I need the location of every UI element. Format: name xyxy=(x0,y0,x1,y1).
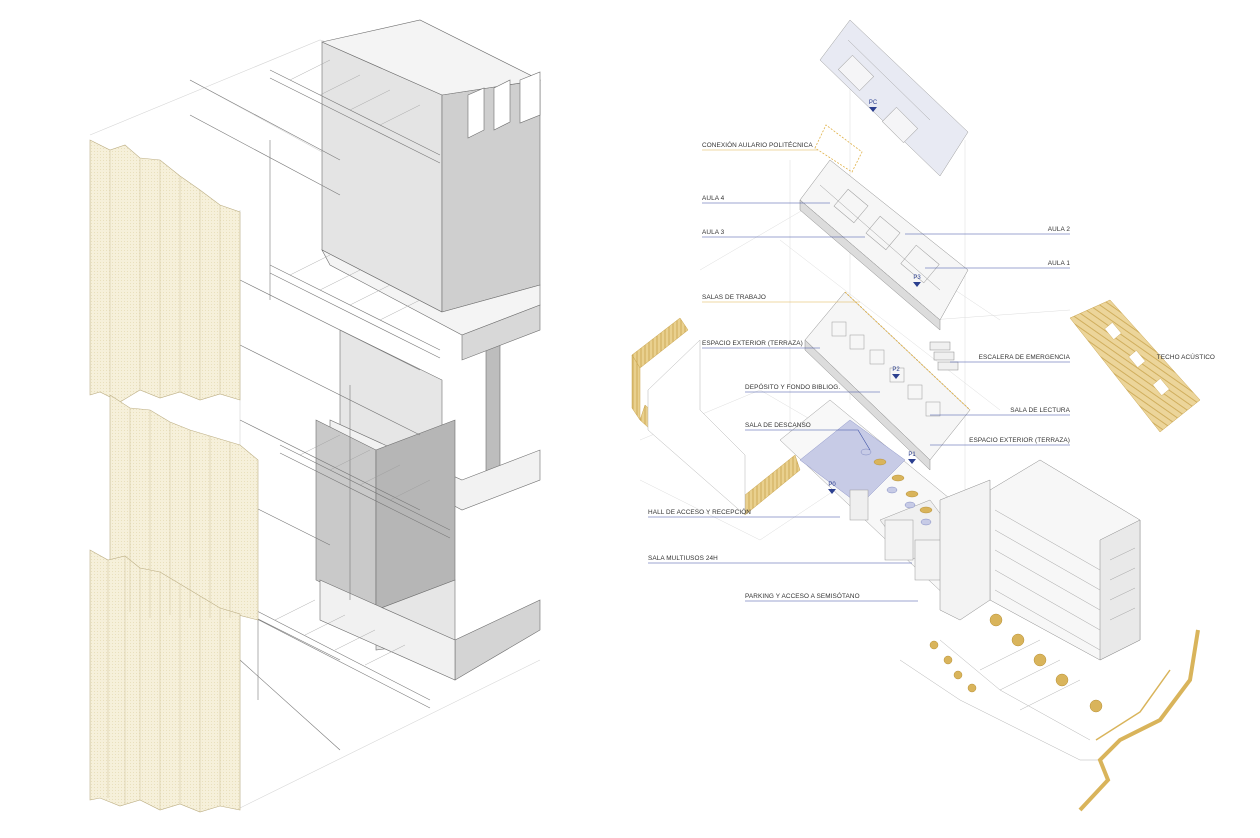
floor-tag-p3: P3 xyxy=(913,275,921,287)
label-salas-trabajo: SALAS DE TRABAJO xyxy=(702,294,766,301)
label-aula-1: AULA 1 xyxy=(1048,260,1071,267)
label-escalera-emergencia: ESCALERA DE EMERGENCIA xyxy=(979,354,1071,361)
floor-marker-icon xyxy=(869,107,877,112)
floor-tag-p2: P2 xyxy=(892,367,900,379)
label-sala-multiusos: SALA MULTIUSOS 24H xyxy=(648,555,718,562)
floor-marker-icon xyxy=(828,489,836,494)
leader-lines xyxy=(648,149,1070,602)
label-aula-2: AULA 2 xyxy=(1048,226,1071,233)
svg-text:P2: P2 xyxy=(892,367,900,373)
floor-tag-pc: PC xyxy=(869,100,878,112)
exploded-axonometric xyxy=(631,19,1201,812)
floor-marker-icon xyxy=(892,374,900,379)
svg-text:P1: P1 xyxy=(908,452,916,458)
facade-section-axonometric xyxy=(89,19,541,813)
label-espacio-exterior-1: ESPACIO EXTERIOR (TERRAZA) xyxy=(702,340,803,347)
room-labels: CONEXIÓN AULARIO POLITÉCNICA AULA 4 AULA… xyxy=(648,140,1215,600)
floor-marker-icon xyxy=(913,282,921,287)
floor-tag-p0: P0 xyxy=(828,482,836,494)
label-parking: PARKING Y ACCESO A SEMISÓTANO xyxy=(745,591,860,600)
label-deposito: DEPÓSITO Y FONDO BIBLIOG. xyxy=(745,382,840,391)
label-conexion: CONEXIÓN AULARIO POLITÉCNICA xyxy=(702,140,813,149)
label-sala-descanso: SALA DE DESCANSO xyxy=(745,422,811,429)
label-aula-4: AULA 4 xyxy=(702,195,725,202)
label-hall-acceso: HALL DE ACCESO Y RECEPCIÓN xyxy=(648,507,751,516)
label-aula-3: AULA 3 xyxy=(702,229,725,236)
floor-tag-p1: P1 xyxy=(908,452,916,464)
label-techo-acustico: TECHO ACÚSTICO xyxy=(1157,352,1215,361)
svg-text:PC: PC xyxy=(869,100,878,106)
svg-text:P0: P0 xyxy=(828,482,836,488)
label-espacio-exterior-2: ESPACIO EXTERIOR (TERRAZA) xyxy=(969,437,1070,444)
label-sala-lectura: SALA DE LECTURA xyxy=(1010,407,1070,414)
floor-tags: PC P3 P2 P1 P0 xyxy=(828,100,921,494)
floor-marker-icon xyxy=(908,459,916,464)
svg-text:P3: P3 xyxy=(913,275,921,281)
